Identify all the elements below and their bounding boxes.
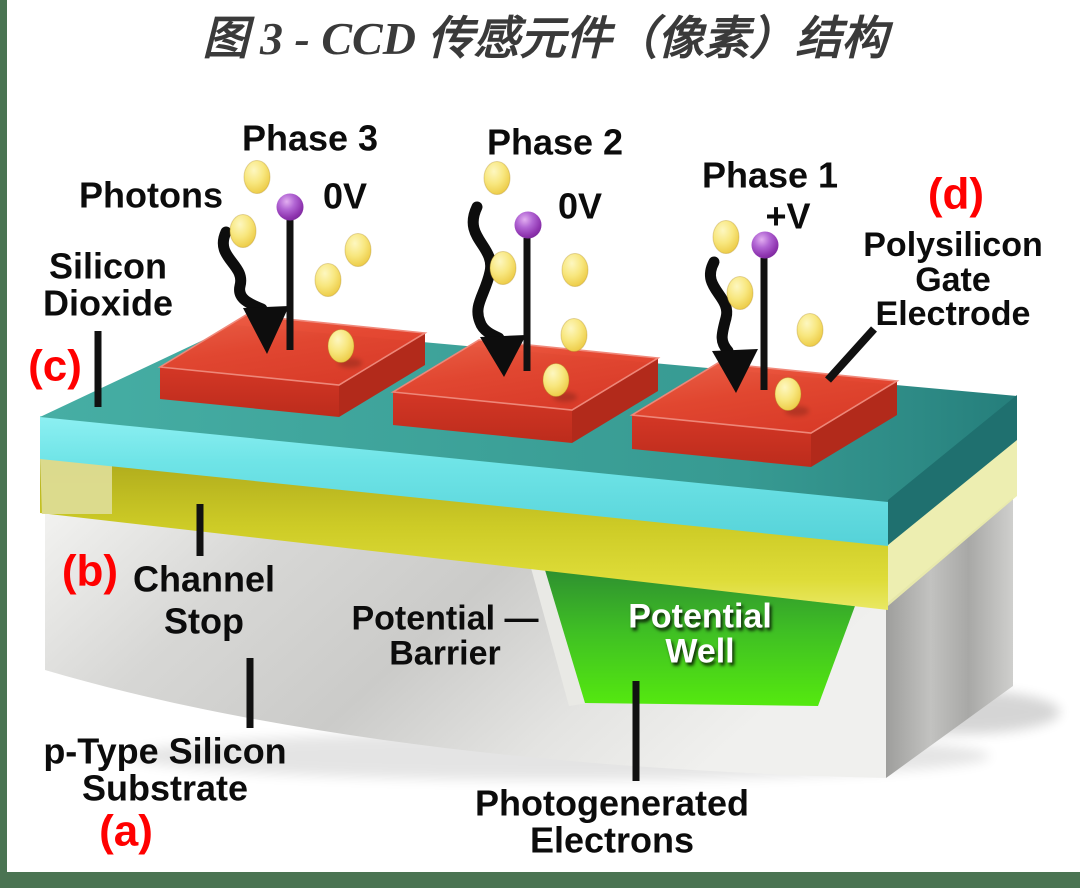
channel-layer-front-face <box>40 457 888 610</box>
potential-barrier-bevel <box>531 568 589 706</box>
silicon-dioxide-label: Silicon Dioxide <box>43 248 173 321</box>
bottom-border-strip <box>0 872 1080 888</box>
callout-a: (a) <box>99 806 153 856</box>
photogenerated-electrons-label-line1: Photogenerated <box>474 782 750 824</box>
callout-d: (d) <box>927 169 985 219</box>
photogenerated-electrons-label: Photogenerated Electrons <box>475 785 749 858</box>
phase-1-label: Phase 1 <box>701 154 839 196</box>
photon-arrowheads <box>243 306 758 393</box>
polysilicon-gate-label: Polysilicon Gate Electrode <box>863 228 1043 332</box>
photon-arrows <box>217 201 734 357</box>
potential-barrier-label-line1: Potential — <box>351 599 539 638</box>
phase-2-label: Phase 2 <box>486 121 624 163</box>
photon-icon <box>542 363 570 397</box>
gate-terminals <box>286 220 768 390</box>
substrate-front-face <box>45 512 886 778</box>
silicon-dioxide-label-line2: Dioxide <box>42 282 174 323</box>
electrode-1-front-face <box>160 367 339 417</box>
electrode-2-right-face <box>572 358 658 443</box>
potential-well-label: Potential Well <box>628 599 772 668</box>
callout-c: (c) <box>28 341 82 391</box>
photon-icon <box>726 276 754 310</box>
photons-label: Photons <box>79 174 223 216</box>
electrode-2-front-face <box>393 392 572 443</box>
oxide-right-face <box>888 395 1017 545</box>
polysilicon-pointer-line <box>825 326 877 383</box>
polysilicon-gate-label-line3: Electrode <box>875 295 1031 334</box>
potential-barrier-label: Potential — Barrier <box>351 601 538 670</box>
photon-icon <box>489 251 517 285</box>
photon-icon <box>561 253 589 287</box>
phase-3-label: Phase 3 <box>241 117 379 159</box>
photon-icon <box>344 233 372 267</box>
photon-icon <box>712 220 740 254</box>
photon-arrow-3-curve <box>704 256 734 357</box>
terminal-ball-icon <box>751 231 779 259</box>
electrode-3-front-face <box>632 415 811 467</box>
substrate-label-line2: Substrate <box>81 767 249 808</box>
potential-well-label-line1: Potential <box>628 597 772 636</box>
figure-title: 图 3 - CCD 传感元件（像素）结构 <box>202 13 888 64</box>
photon-icon <box>560 318 588 352</box>
gate-electrode-2 <box>390 339 661 443</box>
potential-barrier-label-line2: Barrier <box>389 634 501 672</box>
photon-icon <box>243 160 271 194</box>
oxide-front-face <box>40 416 888 546</box>
substrate-label-line1: p-Type Silicon <box>43 730 287 772</box>
photon-arrow-2-curve <box>467 201 505 344</box>
phase-2-voltage-label: 0V <box>557 185 603 227</box>
terminal-ball-icon <box>514 211 542 239</box>
left-border-strip <box>0 0 7 888</box>
photons-group <box>229 160 824 411</box>
silicon-dioxide-label-line1: Silicon <box>48 245 168 287</box>
callout-b: (b) <box>61 546 119 596</box>
polysilicon-gate-label-line2: Gate <box>915 260 991 299</box>
substrate-right-face <box>886 497 1013 778</box>
photon-icon <box>327 329 355 363</box>
photon-arrow-1-curve <box>217 226 268 315</box>
pointer-lines <box>94 326 877 781</box>
photon-icon <box>483 161 511 195</box>
channel-layer-left-bevel <box>40 457 112 514</box>
photon-icon <box>229 214 257 248</box>
photon-icon <box>314 263 342 297</box>
terminal-ball-icon <box>276 193 304 221</box>
photon-arrow-3-head <box>712 349 758 393</box>
channel-layer-right-face <box>888 438 1017 606</box>
photon-icon <box>796 313 824 347</box>
phase-1-voltage-label: +V <box>765 195 811 237</box>
channel-stop-label: Channel Stop <box>133 558 275 642</box>
photon-arrow-1-head <box>243 306 289 354</box>
phase-3-voltage-label: 0V <box>322 175 368 217</box>
photon-arrow-2-head <box>480 335 526 377</box>
photon-icon <box>774 377 802 411</box>
channel-stop-label-line2: Stop <box>164 600 244 641</box>
polysilicon-gate-label-line1: Polysilicon <box>863 225 1043 264</box>
potential-well-region <box>545 570 855 706</box>
electrode-1-right-face <box>339 333 425 417</box>
photogenerated-electrons-label-line2: Electrons <box>529 819 695 860</box>
substrate-label: p-Type Silicon Substrate <box>43 733 286 806</box>
electrode-3-right-face <box>811 381 897 467</box>
channel-stop-label-line1: Channel <box>132 558 276 600</box>
electrode-2-top-face <box>390 339 661 411</box>
potential-well-label-line2: Well <box>665 632 735 670</box>
